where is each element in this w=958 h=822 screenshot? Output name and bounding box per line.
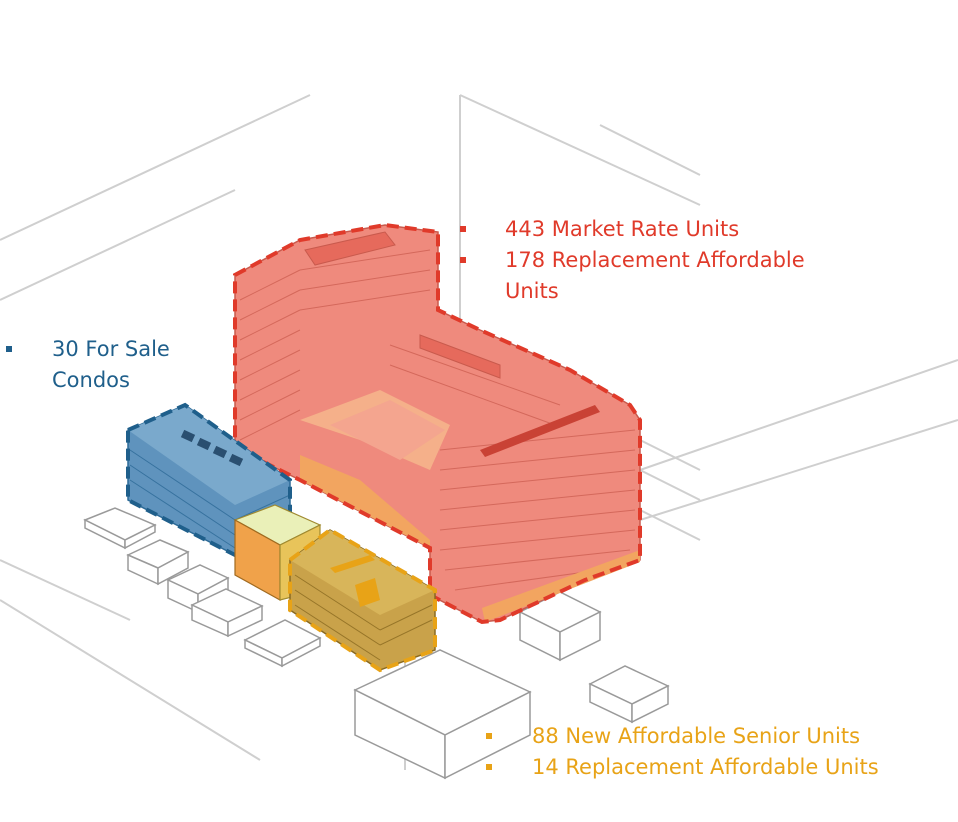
for-sale-condos-text: 30 For Sale — [52, 337, 170, 361]
bullet-icon — [486, 764, 492, 770]
bullet-icon — [460, 257, 466, 263]
bullet-icon — [6, 346, 12, 352]
context-buildings — [83, 507, 670, 780]
market-rate-units-text: 443 Market Rate Units — [505, 217, 740, 241]
condos-label: 30 For Sale Condos — [6, 334, 170, 396]
bullet-icon — [486, 733, 492, 739]
senior-building — [288, 527, 437, 673]
market-rate-label: 443 Market Rate Units 178 Replacement Af… — [460, 214, 805, 307]
replacement-affordable-units-text: 178 Replacement Affordable — [505, 248, 805, 272]
market-rate-building — [233, 222, 642, 625]
senior-units-text: 88 New Affordable Senior Units — [532, 724, 861, 748]
senior-label: 88 New Affordable Senior Units 14 Replac… — [486, 721, 879, 783]
bullet-icon — [460, 226, 466, 232]
replacement-affordable-units-text-cont: Units — [505, 279, 559, 303]
for-sale-condos-text-cont: Condos — [52, 368, 130, 392]
senior-replacement-units-text: 14 Replacement Affordable Units — [532, 755, 879, 779]
